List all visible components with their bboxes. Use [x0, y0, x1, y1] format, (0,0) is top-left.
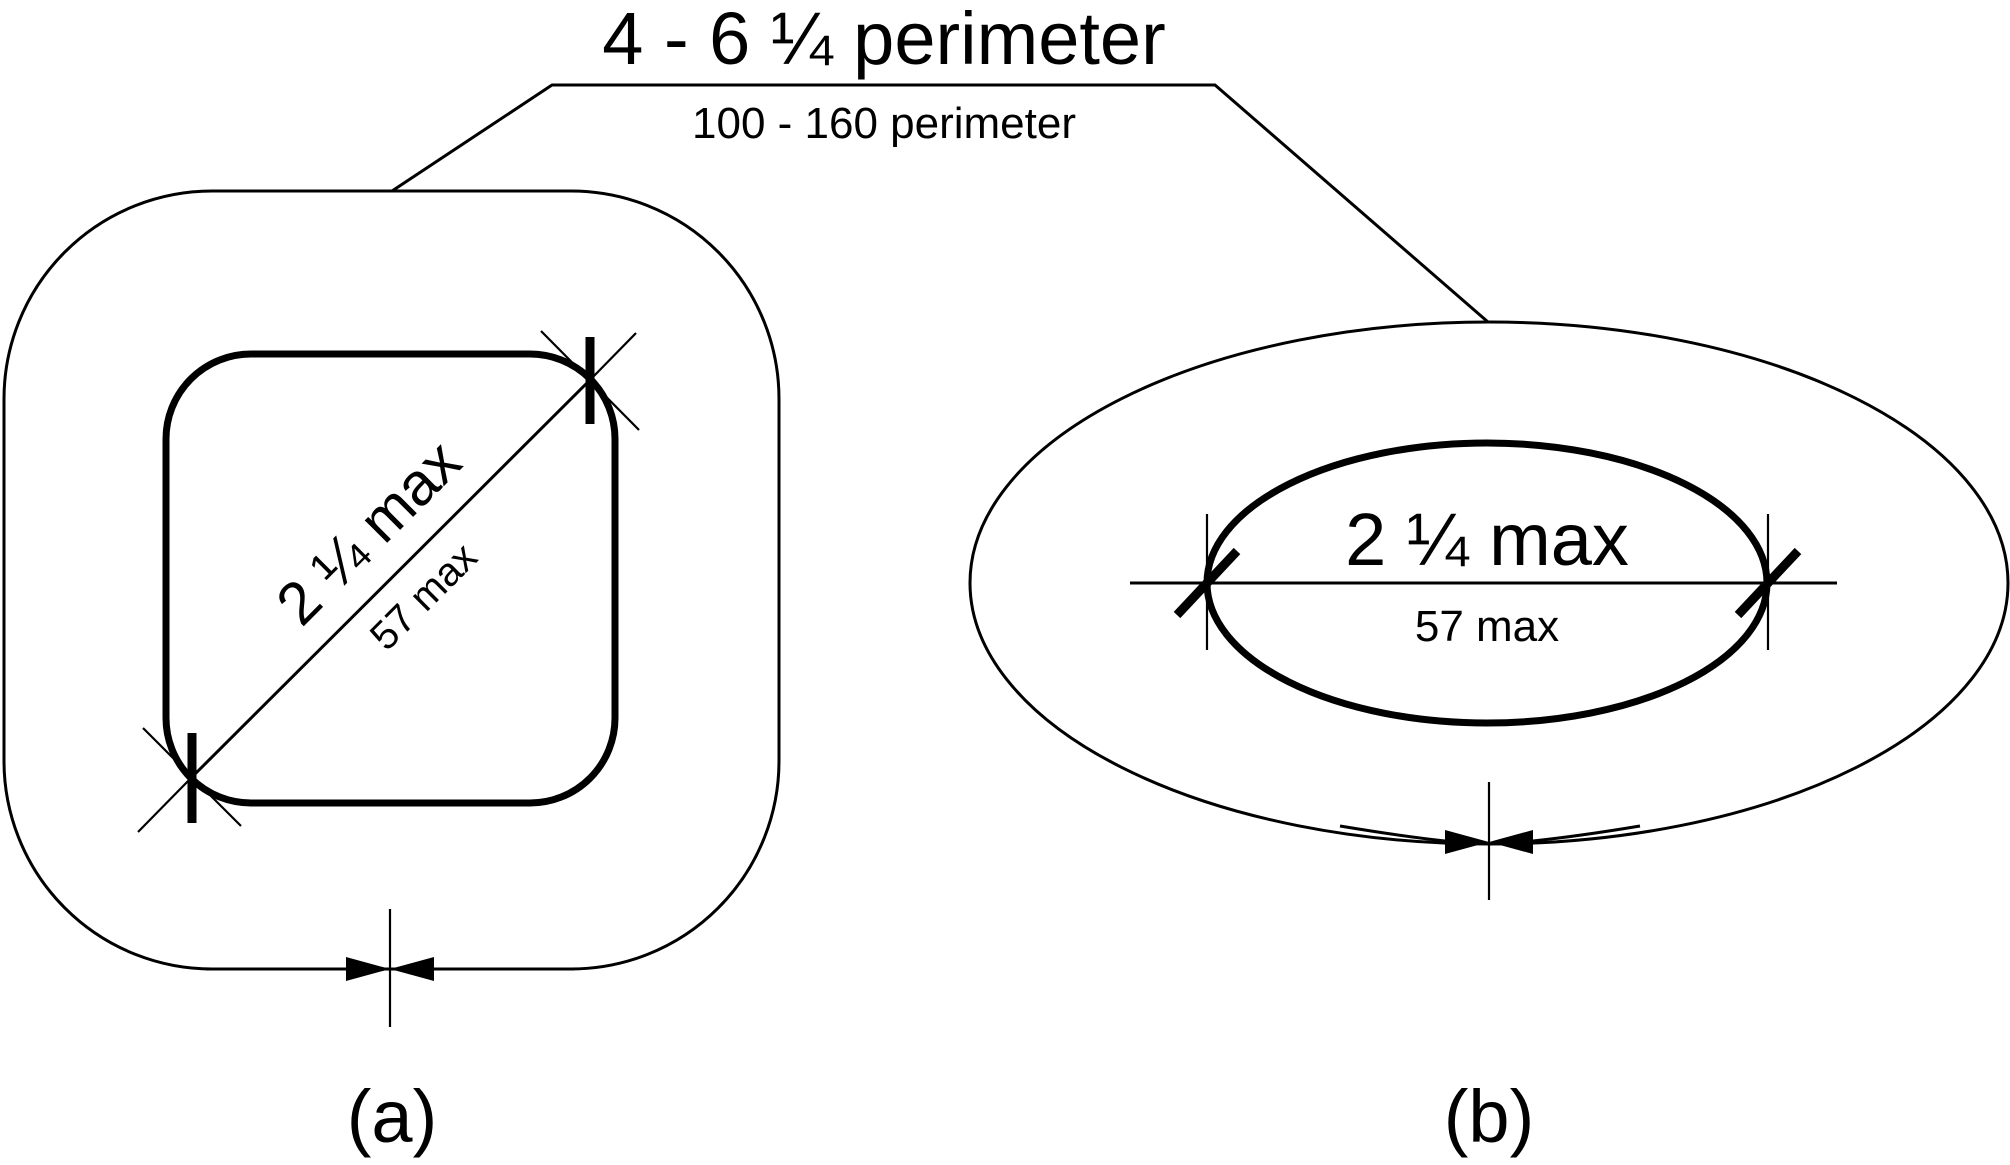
perimeter-metric-label: 100 - 160 perimeter	[692, 99, 1076, 148]
figure-a-thickness-arrow-left	[346, 957, 390, 981]
figure-a-label: (a)	[347, 1075, 437, 1158]
figure-b-thickness-arrow-left	[1445, 830, 1489, 854]
figure-b-group: 2 ¼ max 57 max (b)	[968, 320, 2010, 1158]
figure-b-thickness-arrow-right-shaft	[1532, 824, 1641, 843]
figure-a-diagonal-overshoot-bottom	[137, 776, 193, 833]
figure-b-dimension-imperial-label: 2 ¼ max	[1345, 498, 1629, 581]
figure-b-thickness-arrow-left-shaft	[1339, 824, 1446, 843]
figure-b-thickness-arrow-right	[1489, 830, 1533, 854]
figure-a-thickness-arrow-right	[390, 957, 434, 981]
perimeter-imperial-label: 4 - 6 ¼ perimeter	[602, 0, 1165, 80]
figure-b-dimension-metric-label: 57 max	[1415, 602, 1559, 651]
figure-a-group: 2 ¼ max 57 max (a)	[2, 189, 781, 1158]
figure-a-diagonal-dimension-line	[190, 378, 592, 779]
perimeter-leader-line	[391, 83, 1489, 324]
figure-a-inner-shape	[162, 350, 619, 807]
figure-b-tick-left	[1173, 547, 1241, 619]
figure-b-label: (b)	[1444, 1075, 1534, 1158]
figure-a-diagonal-overshoot-top	[589, 332, 637, 381]
figure-b-tick-right	[1734, 547, 1802, 619]
